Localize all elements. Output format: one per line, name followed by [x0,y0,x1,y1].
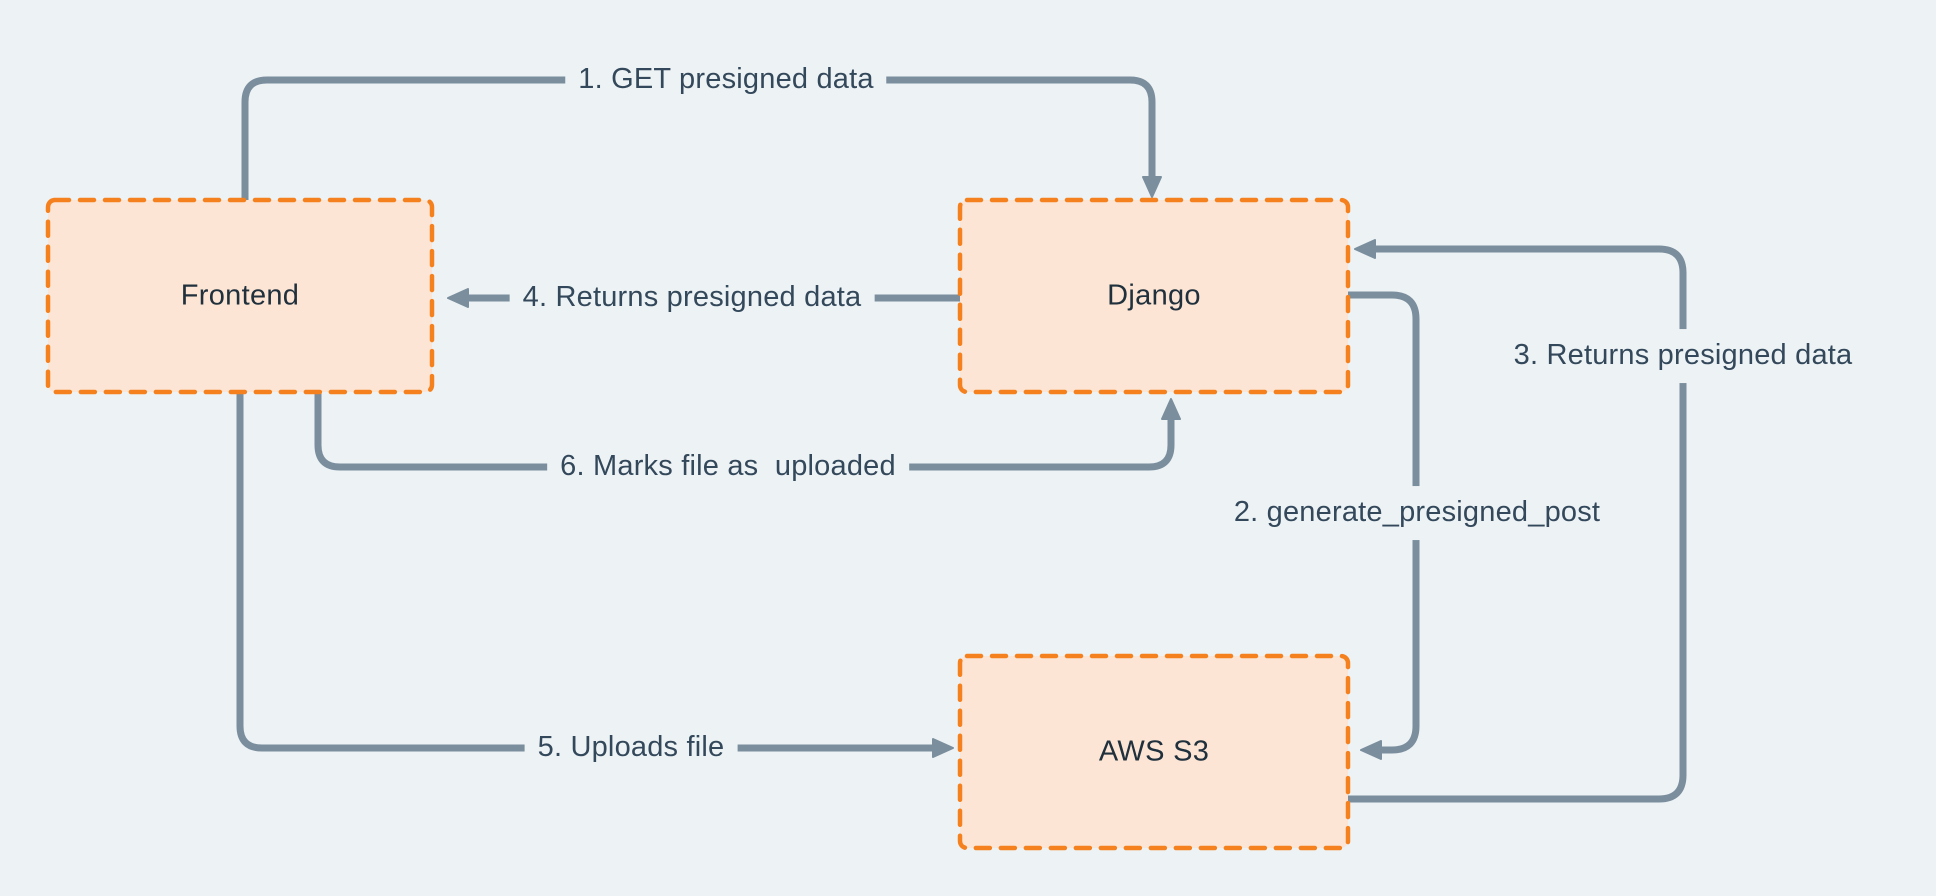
node-aws-s3-box [957,653,1351,851]
edge-label-6: 6. Marks file as uploaded [547,448,909,486]
node-label-django: Django [1107,279,1201,312]
edge-label-1: 1. GET presigned data [565,61,887,99]
edge-label-5: 5. Uploads file [524,729,738,767]
node-label-aws-s3: AWS S3 [1098,735,1210,768]
edge-5-line [236,388,954,758]
node-django-box [957,197,1351,395]
node-label-frontend: Frontend [180,279,300,312]
edge-label-2: 2. generate_presigned_post [1220,486,1614,540]
edge-label-4: 4. Returns presigned data [509,279,875,317]
edge-3-line [1344,239,1687,803]
node-frontend-box [45,197,435,395]
edge-label-3: 3. Returns presigned data [1500,329,1866,383]
